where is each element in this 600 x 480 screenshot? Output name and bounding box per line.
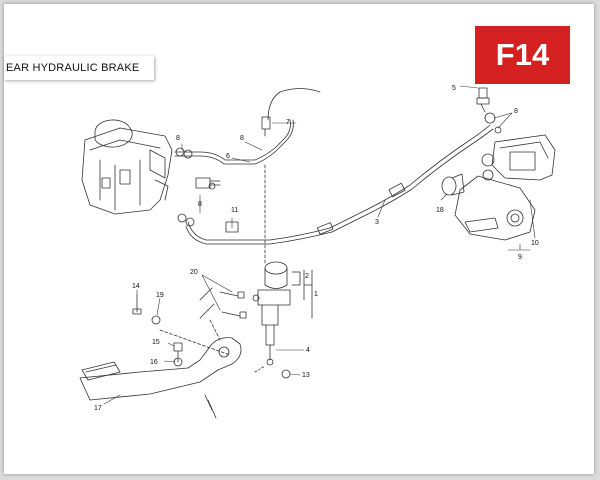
caliper-bracket (454, 175, 536, 241)
section-code-badge: F14 (475, 26, 570, 84)
callout-labels: 5 8 7 8 8 6 8 11 3 18 10 9 20 2 1 14 19 … (94, 85, 539, 412)
brake-pipe-lower (187, 221, 331, 241)
callout-18: 18 (436, 207, 444, 214)
banjo-bolt (195, 177, 221, 189)
section-title: EAR HYDRAULIC BRAKE (4, 56, 154, 80)
hose-upper (267, 88, 321, 121)
brake-pedal (79, 337, 242, 419)
callout-5: 5 (452, 85, 456, 92)
callout-10: 10 (531, 240, 539, 247)
bleed-screw-5 (476, 87, 490, 113)
callout-8: 8 (240, 135, 244, 142)
callout-19: 19 (156, 292, 164, 299)
callout-17: 17 (94, 405, 102, 412)
leader-lines (103, 85, 536, 405)
callout-3: 3 (375, 219, 379, 226)
callout-9: 9 (518, 254, 522, 261)
callout-8: 8 (176, 135, 180, 142)
callout-16: 16 (150, 359, 158, 366)
callout-8: 8 (514, 108, 518, 115)
callout-14: 14 (132, 283, 140, 290)
callout-8: 8 (198, 201, 202, 208)
callout-4: 4 (306, 347, 310, 354)
abs-unit (81, 119, 173, 215)
callout-20: 20 (190, 269, 198, 276)
rear-master-cylinder (252, 261, 291, 366)
brake-pipe-6 (174, 119, 291, 161)
callout-7: 7 (286, 119, 290, 126)
callout-1: 1 (314, 291, 318, 298)
callout-15: 15 (152, 339, 160, 346)
callout-6: 6 (226, 153, 230, 160)
rear-caliper (481, 134, 556, 181)
callout-11: 11 (231, 207, 238, 214)
brake-hose-3 (329, 124, 491, 229)
callout-13: 13 (302, 372, 310, 379)
callout-2: 2 (305, 273, 309, 280)
caliper-plug-18 (441, 173, 465, 196)
